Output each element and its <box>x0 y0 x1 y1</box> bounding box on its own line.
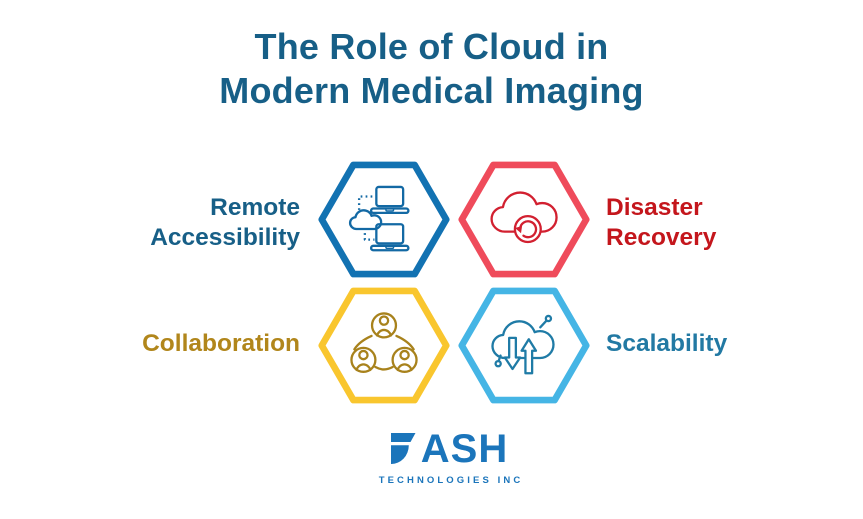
antenna-line <box>497 354 502 362</box>
hexagon-shape <box>318 287 450 404</box>
hexagon-shape <box>458 161 590 278</box>
antenna-line <box>539 319 548 329</box>
label-scalability: Scalability <box>606 329 856 359</box>
label-disaster-recovery: Disaster Recovery <box>606 193 856 253</box>
person-circle <box>350 346 377 373</box>
label-line: Accessibility <box>150 224 300 251</box>
restore-arrow <box>519 220 538 239</box>
person-circle <box>391 346 418 373</box>
label-collaboration: Collaboration <box>20 329 300 359</box>
hexagon-svg <box>458 161 590 278</box>
node-dot <box>494 359 502 368</box>
connector-arc <box>353 334 373 351</box>
hexagon-scalability <box>457 286 591 405</box>
hexagon-svg <box>318 287 450 404</box>
hexagon-svg <box>318 161 450 278</box>
people-network-icon <box>350 312 418 373</box>
hexagon-remote-accessibility <box>317 160 451 279</box>
down-arrow <box>503 336 522 371</box>
label-line: Remote <box>210 194 300 221</box>
laptop-bottom <box>369 223 410 252</box>
logo-d-top-bar <box>390 433 416 442</box>
node-dot <box>544 314 553 323</box>
logo-text: ASH <box>420 427 509 471</box>
cloud-scale-arrows-icon <box>491 314 555 375</box>
dashed-connector-bottom <box>363 228 375 241</box>
label-line: Recovery <box>606 224 717 251</box>
label-line: Disaster <box>606 194 703 221</box>
title-line-1: The Role of Cloud in <box>254 26 609 67</box>
restore-arrowhead <box>515 226 523 234</box>
dash-logo: ASH TECHNOLOGIES INC <box>18 427 863 486</box>
dash-logo-wordmark: ASH <box>390 427 509 471</box>
title-line-2: Modern Medical Imaging <box>219 70 644 111</box>
page-title: The Role of Cloud in Modern Medical Imag… <box>0 25 863 113</box>
hexagon-collaboration <box>317 286 451 405</box>
logo-subtext: TECHNOLOGIES INC <box>378 475 524 486</box>
hexagon-svg <box>458 287 590 404</box>
label-remote-accessibility: Remote Accessibility <box>20 193 300 253</box>
person-circle <box>370 312 398 339</box>
connector-arc <box>395 334 415 351</box>
cloud-shape <box>491 320 555 360</box>
cloud-shape <box>490 191 558 233</box>
label-line: Collaboration <box>142 330 300 357</box>
cloud-shape <box>348 209 383 231</box>
logo-d-bowl <box>390 445 409 464</box>
hexagon-shape <box>458 287 590 404</box>
dash-logo-d-mark <box>390 433 416 464</box>
label-line: Scalability <box>606 330 728 357</box>
cloud-restore-icon <box>490 191 558 244</box>
hexagon-disaster-recovery <box>457 160 591 279</box>
hexagon-shape <box>318 161 450 278</box>
up-arrow <box>520 338 538 375</box>
laptop-top <box>369 185 410 215</box>
cloud-laptops-icon <box>348 185 410 252</box>
connector-arc <box>374 365 394 371</box>
